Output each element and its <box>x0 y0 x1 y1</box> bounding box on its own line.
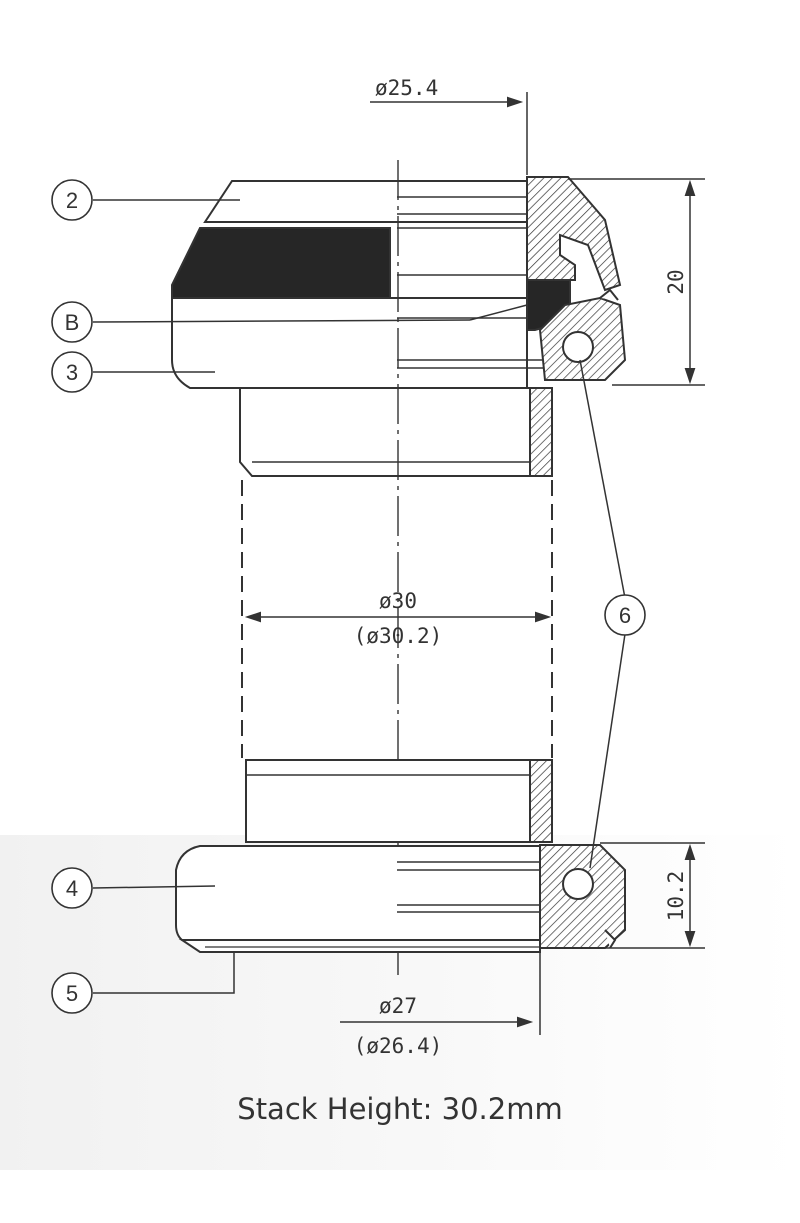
dim-crown-seat: ø30 <box>379 589 417 613</box>
callout-6-circle <box>604 594 646 636</box>
upper-head-tube-section <box>239 387 549 477</box>
callout-5-circle <box>51 972 93 1014</box>
callout-4-circle <box>51 867 93 909</box>
callout-6-label: 6 <box>619 603 631 628</box>
top-cup-section <box>526 176 622 292</box>
callout-3-circle <box>51 351 93 393</box>
callout-b-circle <box>51 301 93 343</box>
bottom-cup-outline <box>175 845 541 941</box>
dim-bottom-bore-alt: (ø26.4) <box>354 1034 443 1058</box>
dim-top-height: 20 <box>664 269 688 294</box>
upper-bearing-ball <box>562 331 594 363</box>
lower-head-tube-section <box>245 759 553 843</box>
top-cup-outline <box>203 180 528 223</box>
top-seal-band <box>171 227 391 299</box>
callout-2-label: 2 <box>66 188 78 213</box>
crown-race-seat <box>178 939 541 953</box>
callout-b-label: B <box>65 310 80 335</box>
crown-race-outline <box>171 297 528 389</box>
callout-4-label: 4 <box>66 876 78 901</box>
stack-height-caption: Stack Height: 30.2mm <box>237 1092 563 1126</box>
dim-bottom-height: 10.2 <box>664 871 688 922</box>
dim-top-bore: ø25.4 <box>375 76 438 100</box>
callout-5-label: 5 <box>66 981 78 1006</box>
lower-bearing-ball <box>562 868 594 900</box>
dim-crown-seat-alt: (ø30.2) <box>354 624 443 648</box>
callout-3-label: 3 <box>66 360 78 385</box>
callout-2-circle <box>51 179 93 221</box>
dim-bottom-bore: ø27 <box>379 994 417 1018</box>
